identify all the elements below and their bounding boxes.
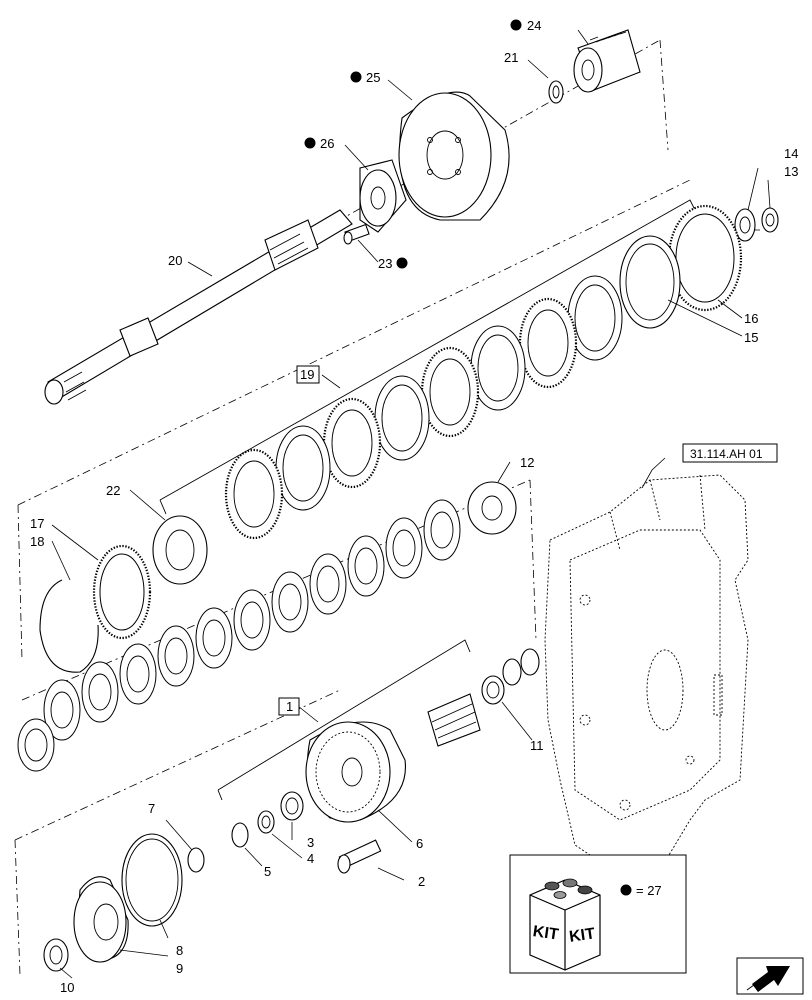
- part-5-snap-ring[interactable]: [231, 822, 249, 848]
- part-17-toothed-ring[interactable]: [92, 544, 152, 640]
- part-12-thrust-washer[interactable]: [467, 481, 517, 535]
- kit-label-left: KIT: [532, 923, 560, 943]
- transmission-housing-reference: [544, 474, 749, 876]
- part-18-circlip[interactable]: [39, 579, 99, 673]
- part-20-main-shaft[interactable]: [44, 209, 353, 405]
- callout-22[interactable]: 22: [106, 483, 120, 498]
- part-3-bearing[interactable]: [280, 791, 304, 821]
- callout-23[interactable]: 23: [378, 256, 392, 271]
- callout-2[interactable]: 2: [418, 874, 425, 889]
- kit-member-bullets: [304, 19, 522, 269]
- callout-20[interactable]: 20: [168, 253, 182, 268]
- callout-17[interactable]: 17: [30, 516, 44, 531]
- callout-5[interactable]: 5: [264, 864, 271, 879]
- part-14-washer[interactable]: [734, 208, 756, 242]
- part-15-pressure-plate[interactable]: [619, 235, 681, 329]
- part-13-snap-ring[interactable]: [761, 207, 779, 233]
- part-4-washer[interactable]: [257, 810, 275, 834]
- callout-numbers: 24 21 25 26 20 23 14 13 16 15 22 12 17 1…: [30, 18, 798, 995]
- part-23-bolt[interactable]: [343, 223, 370, 245]
- reference-callout-text: 31.114.AH 01: [690, 447, 763, 461]
- callout-24[interactable]: 24: [527, 18, 541, 33]
- callout-9[interactable]: 9: [176, 961, 183, 976]
- kit-legend-text: = 27: [636, 883, 662, 898]
- kit-legend-box: KIT KIT = 27: [509, 854, 687, 974]
- callout-4[interactable]: 4: [307, 851, 314, 866]
- callout-8[interactable]: 8: [176, 943, 183, 958]
- callout-11[interactable]: 11: [530, 738, 544, 753]
- callout-21[interactable]: 21: [504, 50, 518, 65]
- boxed-callout-1[interactable]: 1: [278, 697, 300, 716]
- part-7-o-ring[interactable]: [187, 847, 205, 873]
- kit-legend-bullet: [620, 884, 632, 896]
- part-8-seal-ring[interactable]: [121, 833, 183, 927]
- callout-25[interactable]: 25: [366, 70, 380, 85]
- group-brackets: [159, 199, 697, 801]
- kit-label-right: KIT: [568, 925, 596, 945]
- boxed-callout-19[interactable]: 19: [296, 365, 320, 384]
- part-19-clutch-disc-pack[interactable]: [224, 275, 623, 540]
- callout-18[interactable]: 18: [30, 534, 44, 549]
- callout-26[interactable]: 26: [320, 136, 334, 151]
- callout-10[interactable]: 10: [60, 980, 74, 995]
- callout-3[interactable]: 3: [307, 835, 314, 850]
- part-21-snap-ring[interactable]: [548, 80, 564, 104]
- part-6-clutch-hub[interactable]: [305, 693, 481, 823]
- callout-13[interactable]: 13: [784, 164, 798, 179]
- callout-12[interactable]: 12: [520, 455, 534, 470]
- callout-14[interactable]: 14: [784, 146, 798, 161]
- part-26-flange-plate[interactable]: [359, 159, 407, 233]
- part-24-splined-hub[interactable]: [573, 29, 641, 93]
- lower-disc-pack[interactable]: [17, 499, 461, 772]
- part-9-piston[interactable]: [73, 876, 129, 963]
- callout-15[interactable]: 15: [744, 330, 758, 345]
- leader-lines: [51, 29, 771, 979]
- callout-1: 1: [286, 699, 293, 714]
- part-16-toothed-plate[interactable]: [667, 204, 743, 312]
- callout-16[interactable]: 16: [744, 311, 758, 326]
- next-page-arrow-icon[interactable]: [736, 957, 804, 995]
- part-22-thrust-washer[interactable]: [152, 515, 208, 585]
- callout-6[interactable]: 6: [416, 836, 423, 851]
- part-10-washer[interactable]: [43, 938, 69, 972]
- callout-7[interactable]: 7: [148, 801, 155, 816]
- reference-callout-box[interactable]: 31.114.AH 01: [682, 443, 778, 463]
- part-25-clutch-drum[interactable]: [398, 91, 510, 221]
- part-2-bolt[interactable]: [337, 839, 382, 874]
- part-11-seal-rings[interactable]: [481, 648, 540, 705]
- callout-19: 19: [300, 367, 314, 382]
- kit-box-icon: KIT KIT: [529, 878, 601, 971]
